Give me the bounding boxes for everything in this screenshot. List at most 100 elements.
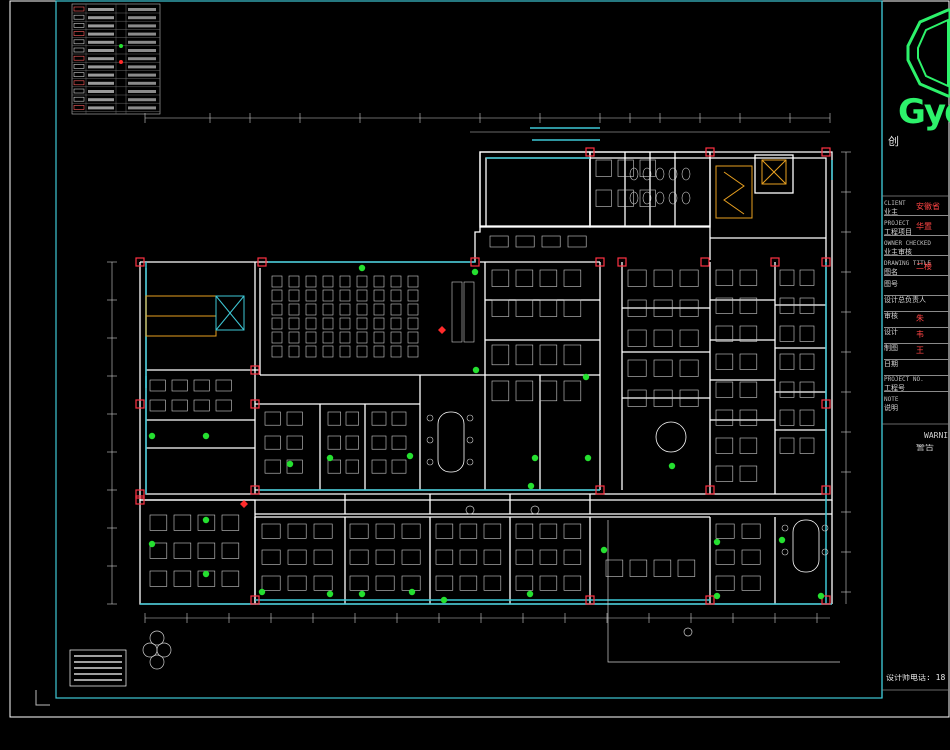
- training-chair: [288, 345, 300, 358]
- tb-project-no-en: PROJECT NO.: [884, 376, 924, 383]
- office-desk: [171, 399, 188, 412]
- toilet-fixture: [655, 167, 665, 181]
- workstation: [371, 435, 387, 450]
- chair: [466, 414, 474, 422]
- legend-text-line: [128, 40, 156, 44]
- chair: [466, 436, 474, 444]
- office-desk: [491, 269, 510, 287]
- training-chair: [356, 345, 368, 358]
- tb-draw: 制图 王: [884, 344, 950, 360]
- office-desk: [653, 269, 673, 287]
- tb-number: 图号: [884, 280, 950, 296]
- legend-text-line: [128, 24, 156, 28]
- legend-symbol: [73, 55, 85, 61]
- chair: [426, 458, 434, 466]
- tb-design-value: 韦: [916, 330, 924, 339]
- office-desk: [491, 299, 510, 317]
- training-chair: [288, 289, 300, 302]
- lamp-icon: [326, 590, 334, 598]
- lamp-icon: [148, 540, 156, 548]
- toilet-stall: [617, 189, 634, 207]
- lamp-icon: [471, 268, 479, 276]
- office-desk: [197, 514, 216, 531]
- lamp-icon: [202, 516, 210, 524]
- office-desk: [375, 523, 395, 539]
- lamp-icon: [600, 546, 608, 554]
- toilet-fixture: [642, 167, 652, 181]
- training-chair: [373, 345, 385, 358]
- workstation: [391, 411, 407, 426]
- legend-text-line: [128, 8, 156, 11]
- column: [135, 489, 145, 499]
- legend-text-line: [88, 40, 114, 44]
- office-desk: [629, 559, 648, 577]
- training-desk: [451, 281, 463, 343]
- lamp-icon: [584, 454, 592, 462]
- tb-draw-value: 王: [916, 346, 924, 355]
- office-desk: [349, 575, 369, 591]
- office-desk: [193, 379, 210, 392]
- office-desk: [459, 523, 478, 539]
- training-chair: [407, 345, 419, 358]
- toilet-stall: [617, 159, 634, 177]
- tb-design-cn: 设计: [884, 328, 898, 336]
- office-desk: [779, 353, 795, 370]
- chair: [426, 414, 434, 422]
- tb-design: 设计 韦: [884, 328, 950, 344]
- legend-symbol: [73, 105, 85, 110]
- chair: [821, 524, 829, 532]
- legend-text-line: [88, 106, 114, 110]
- office-desk: [739, 325, 758, 342]
- stair-elevator: [145, 159, 787, 337]
- office-desk: [149, 514, 168, 531]
- office-desk: [261, 575, 281, 591]
- office-desk: [401, 575, 421, 591]
- training-chair: [390, 331, 402, 344]
- tb-note-cn: 说明: [884, 404, 898, 411]
- office-desk: [715, 381, 734, 398]
- training-chair: [407, 289, 419, 302]
- column: [250, 485, 260, 495]
- training-desk: [463, 281, 475, 343]
- office-desk: [627, 329, 647, 347]
- training-chair: [373, 303, 385, 316]
- workstation: [391, 459, 407, 474]
- office-desk: [261, 549, 281, 565]
- office-desk: [779, 437, 795, 454]
- training-chair: [322, 331, 334, 344]
- office-desk: [739, 437, 758, 454]
- column: [705, 485, 715, 495]
- training-chair: [356, 331, 368, 344]
- chair: [466, 458, 474, 466]
- office-desk: [197, 542, 216, 559]
- lamp-icon: [202, 432, 210, 440]
- office-desk: [627, 389, 647, 407]
- lamp-icon: [408, 588, 416, 596]
- chair: [781, 548, 789, 556]
- office-desk: [149, 399, 166, 412]
- office-desk: [627, 359, 647, 377]
- training-chair: [373, 331, 385, 344]
- lamps: [148, 264, 825, 604]
- legend-text-line: [128, 57, 156, 61]
- tb-warning-en: WARNI: [924, 432, 949, 440]
- workstation: [371, 411, 387, 426]
- toilet-stall: [595, 189, 612, 207]
- tb-client-en: CLIENT: [884, 200, 906, 207]
- office-desk: [715, 409, 734, 426]
- lamp-icon: [148, 432, 156, 440]
- office-desk: [563, 269, 582, 287]
- lamp-icon: [258, 588, 266, 596]
- training-chair: [373, 317, 385, 330]
- office-desk: [563, 523, 582, 539]
- legend-table: [71, 3, 161, 115]
- legend-symbol: [73, 96, 85, 102]
- office-desk: [563, 549, 582, 565]
- training-chair: [271, 345, 283, 358]
- training-chair: [288, 303, 300, 316]
- office-desk: [261, 523, 281, 539]
- office-desk: [605, 559, 624, 577]
- office-desk: [739, 269, 758, 286]
- legend-text-line: [128, 65, 156, 69]
- training-chair: [390, 345, 402, 358]
